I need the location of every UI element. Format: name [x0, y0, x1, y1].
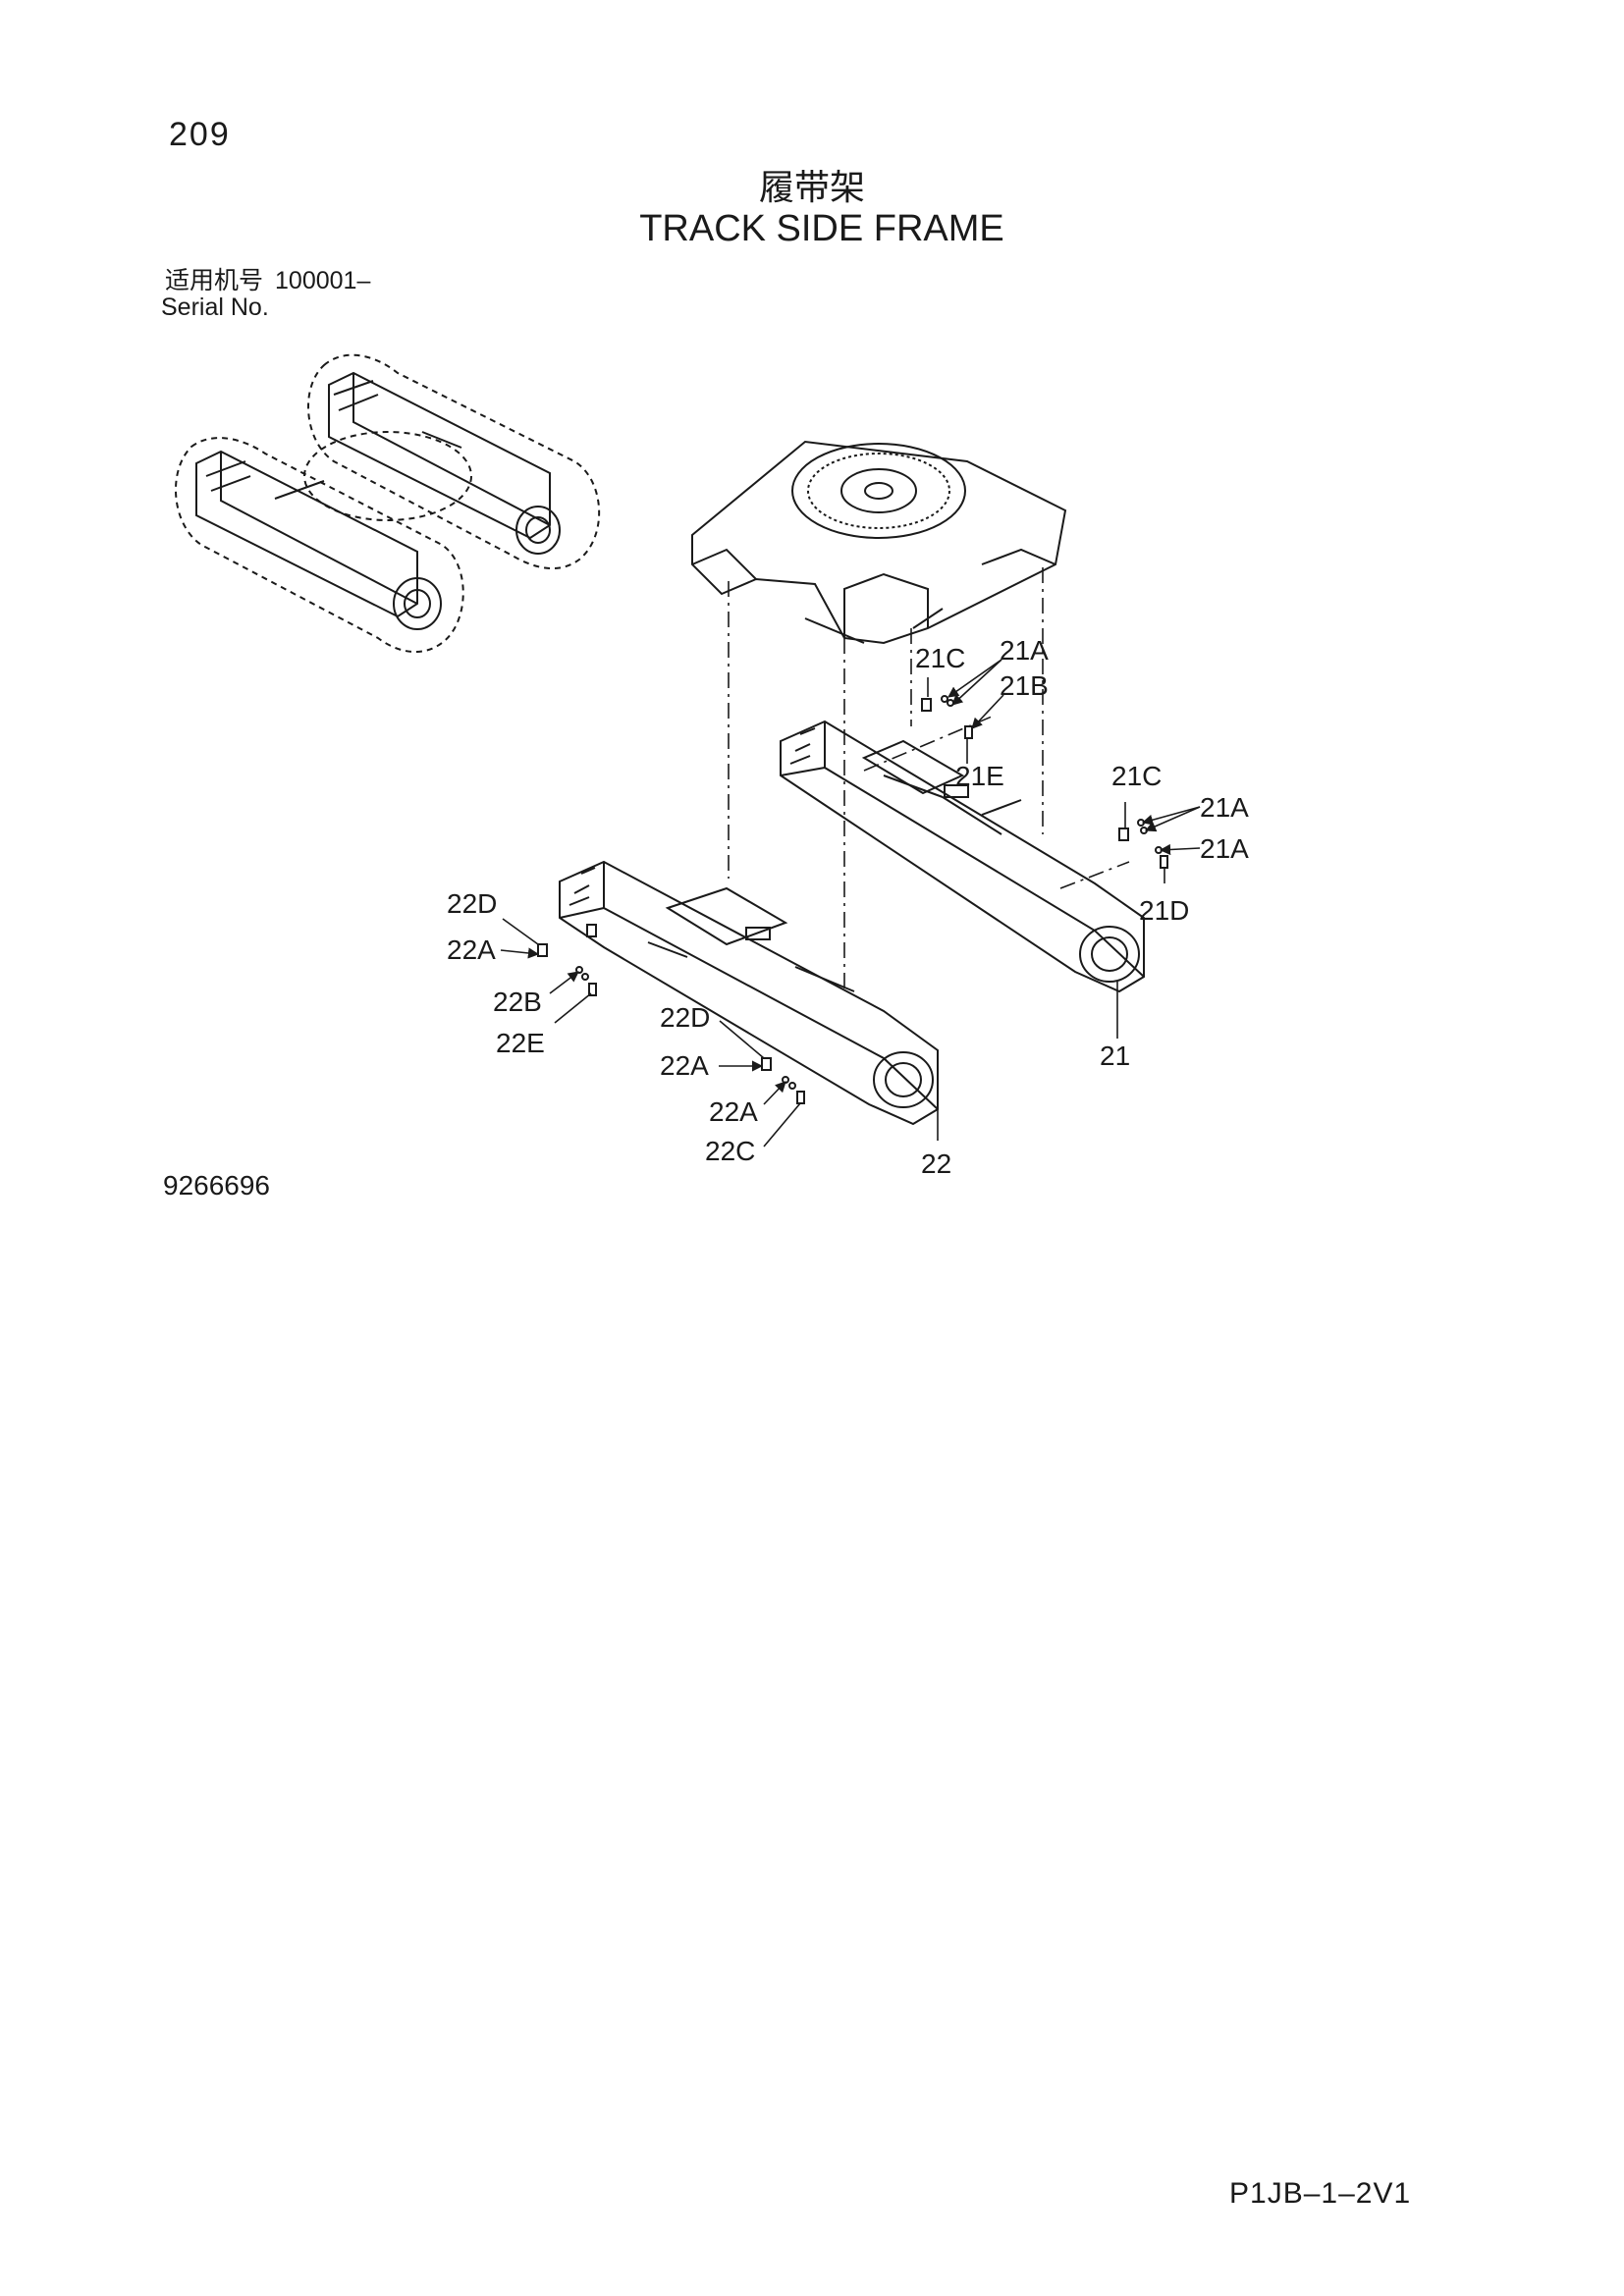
- callout-21b: 21B: [1000, 670, 1049, 701]
- callout-21e: 21E: [955, 761, 1004, 791]
- callout-21a-right-1: 21A: [1200, 792, 1249, 823]
- callout-22a-mid-1: 22A: [660, 1050, 709, 1081]
- callout-22e: 22E: [496, 1028, 545, 1058]
- page-code: P1JB–1–2V1: [1229, 2177, 1412, 2210]
- callout-21a-right-2: 21A: [1200, 833, 1249, 864]
- track-side-frame-22: [559, 860, 939, 1126]
- callout-22a-mid-2: 22A: [709, 1096, 758, 1127]
- callout-21c-top: 21C: [915, 643, 965, 673]
- callout-22: 22: [921, 1148, 951, 1179]
- callout-21a-top: 21A: [1000, 635, 1049, 666]
- track-side-frame-21: [780, 720, 1145, 993]
- page-number: 209: [169, 116, 231, 153]
- serial-range: 100001–: [275, 267, 371, 294]
- undercarriage-overview-inset: [175, 353, 600, 654]
- callout-labels: 21C 21A 21B 21E 21C 21A 21A 21D 21 22D 2…: [447, 635, 1249, 1179]
- callout-22d-left: 22D: [447, 888, 497, 919]
- callout-22a-left: 22A: [447, 934, 496, 965]
- exploded-parts-diagram: 21C 21A 21B 21E 21C 21A 21A 21D 21 22D 2…: [175, 353, 1249, 1179]
- callout-22d-mid: 22D: [660, 1002, 710, 1033]
- serial-number-block: 适用机号 100001– Serial No.: [161, 266, 371, 321]
- title-english: TRACK SIDE FRAME: [639, 208, 1004, 249]
- callout-leader-lines: [500, 659, 1201, 1148]
- assembly-guide-lines: [728, 567, 1130, 991]
- callout-21d: 21D: [1139, 895, 1189, 926]
- title-chinese: 履带架: [758, 168, 865, 208]
- swing-frame-body: [691, 440, 1067, 645]
- callout-21c-right: 21C: [1111, 761, 1162, 791]
- serial-label-chinese: 适用机号: [165, 266, 264, 294]
- callout-22c: 22C: [705, 1136, 755, 1166]
- callout-21: 21: [1100, 1041, 1130, 1071]
- callout-22b: 22B: [493, 987, 542, 1017]
- figure-number: 9266696: [163, 1170, 271, 1201]
- serial-label-english: Serial No.: [161, 294, 269, 321]
